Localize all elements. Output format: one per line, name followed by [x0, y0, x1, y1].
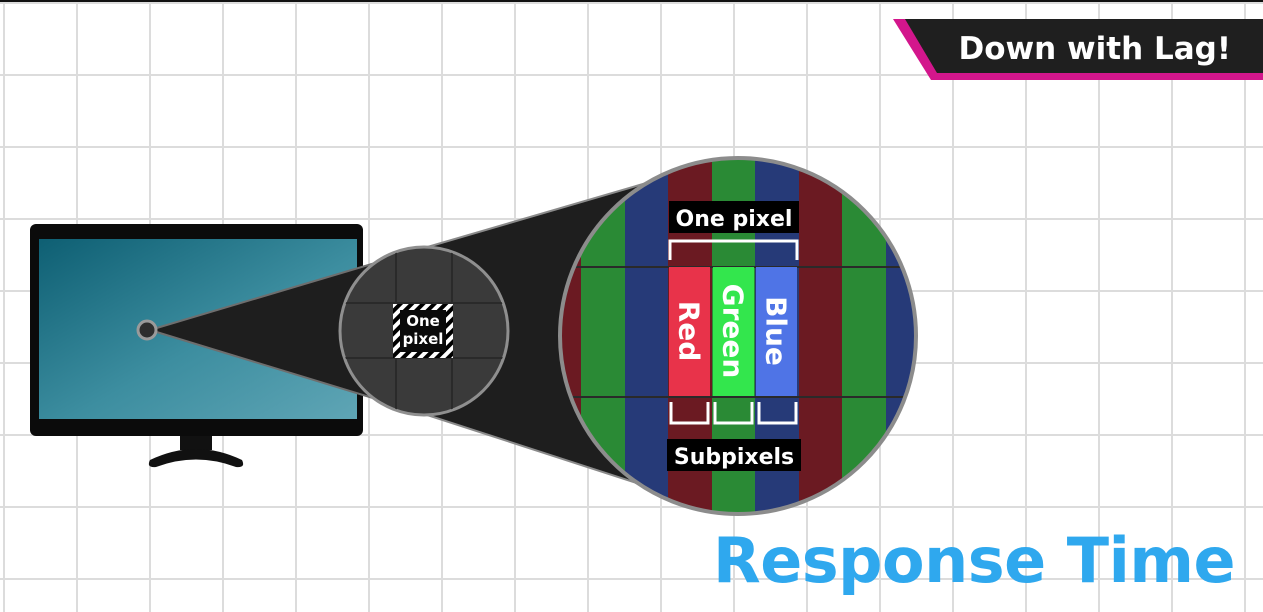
- top-border-line: [0, 0, 1263, 2]
- subpixel-green-label: Green: [717, 284, 750, 379]
- subpixel-green: [713, 267, 754, 396]
- small-magnifier: One pixel: [338, 245, 510, 417]
- small-lens-label-line1: One: [406, 312, 440, 330]
- monitor-neck: [180, 436, 212, 450]
- subpixel-blue: [756, 267, 797, 396]
- big-magnifier: Red Green Blue One pixel Subpixels: [558, 156, 918, 516]
- monitor-stand: [148, 449, 244, 468]
- one-pixel-label-bg: [669, 201, 799, 233]
- subpixel-red-label: Red: [673, 301, 706, 362]
- subpixel-blue-label: Blue: [760, 296, 793, 366]
- banner: Down with Lag!: [893, 19, 1263, 80]
- subpixel-brackets: [669, 402, 798, 425]
- zoom-origin-marker: [136, 319, 158, 341]
- small-lens-label-line2: pixel: [403, 330, 444, 348]
- page-title: Response Time: [712, 524, 1236, 597]
- one-pixel-label: One pixel: [676, 207, 793, 232]
- subpixels-label: Subpixels: [674, 445, 794, 470]
- banner-text: Down with Lag!: [958, 31, 1231, 67]
- banner-shape: [893, 19, 1263, 80]
- one-pixel-bracket: [668, 239, 799, 260]
- subpixel-red: [669, 267, 710, 396]
- subpixels-label-bg: [667, 439, 801, 471]
